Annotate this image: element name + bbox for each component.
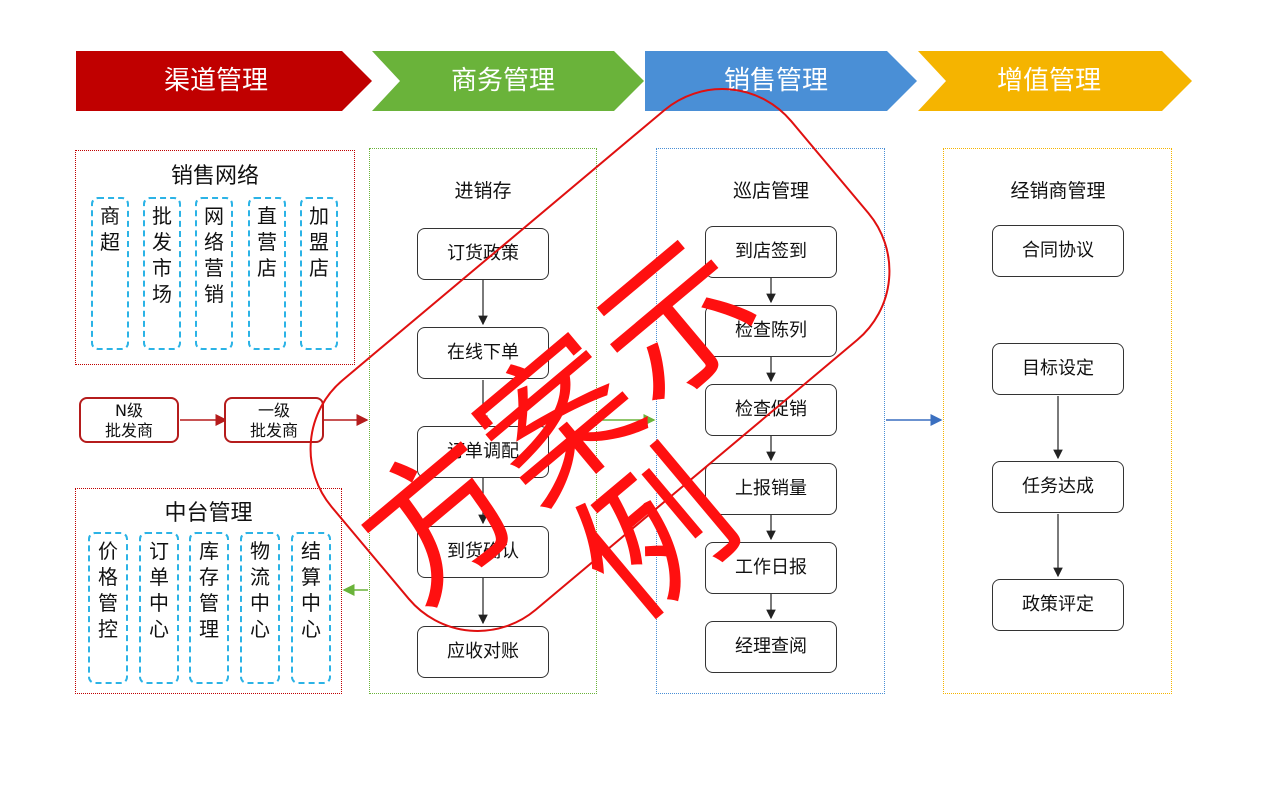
office-item-order-center: 订单中心 [139,532,179,684]
line: N级 [115,401,143,420]
char: 批 [152,204,172,228]
char: 单 [149,565,169,589]
network-item-online-marketing: 网络营销 [195,197,233,350]
patrol-step-manager-review: 经理查阅 [705,621,837,673]
char: 店 [257,256,277,280]
char: 存 [199,565,219,589]
char: 络 [204,230,224,254]
char: 商 [100,204,120,228]
char: 网 [204,204,224,228]
char: 中 [149,591,169,615]
char: 格 [98,565,118,589]
office-item-price-control: 价格管控 [88,532,128,684]
char: 直 [257,204,277,228]
sales-network-title: 销售网络 [170,164,259,189]
value-added-panel [943,148,1172,694]
char: 营 [257,230,277,254]
char: 控 [98,617,118,641]
first-level-wholesaler: 一级批发商 [224,397,324,443]
char: 理 [199,617,219,641]
char: 流 [250,565,270,589]
char: 管 [199,591,219,615]
char: 心 [149,617,169,641]
phase-banner-channel: 渠道管理 [76,51,372,111]
char: 发 [152,230,172,254]
dealer-step-task-achievement: 任务达成 [992,461,1124,513]
char: 中 [250,591,270,615]
dealer-step-policy-evaluation: 政策评定 [992,579,1124,631]
office-item-inventory-management: 库存管理 [189,532,229,684]
network-item-supermarket: 商超 [91,197,129,350]
char: 价 [98,539,118,563]
phase-label: 增值管理 [996,66,1101,96]
network-item-wholesale-market: 批发市场 [143,197,181,350]
inventory-step-receivables: 应收对账 [417,626,549,678]
dealer-step-contract: 合同协议 [992,225,1124,277]
line: 一级 [257,401,290,420]
banner-shape [76,51,372,111]
office-item-logistics-center: 物流中心 [240,532,280,684]
inventory-step-order-policy: 订货政策 [417,228,549,280]
network-item-direct-store: 直营店 [248,197,286,350]
char: 心 [250,617,270,641]
dealer-title: 经销商管理 [1010,180,1106,202]
line: 批发商 [104,421,153,440]
n-level-wholesaler: N级批发商 [79,397,179,443]
char: 超 [100,230,120,254]
char: 市 [152,256,172,280]
line: 批发商 [249,421,298,440]
banner-shape [918,51,1192,111]
dealer-step-target-setting: 目标设定 [992,343,1124,395]
char: 场 [152,282,172,306]
middle-office-title: 中台管理 [164,501,253,526]
char: 销 [204,282,224,306]
char: 订 [149,539,169,563]
phase-banner-value-added: 增值管理 [918,51,1192,111]
char: 物 [250,539,270,563]
char: 营 [204,256,224,280]
char: 库 [199,539,219,563]
phase-label: 渠道管理 [163,66,268,96]
char: 管 [98,591,118,615]
